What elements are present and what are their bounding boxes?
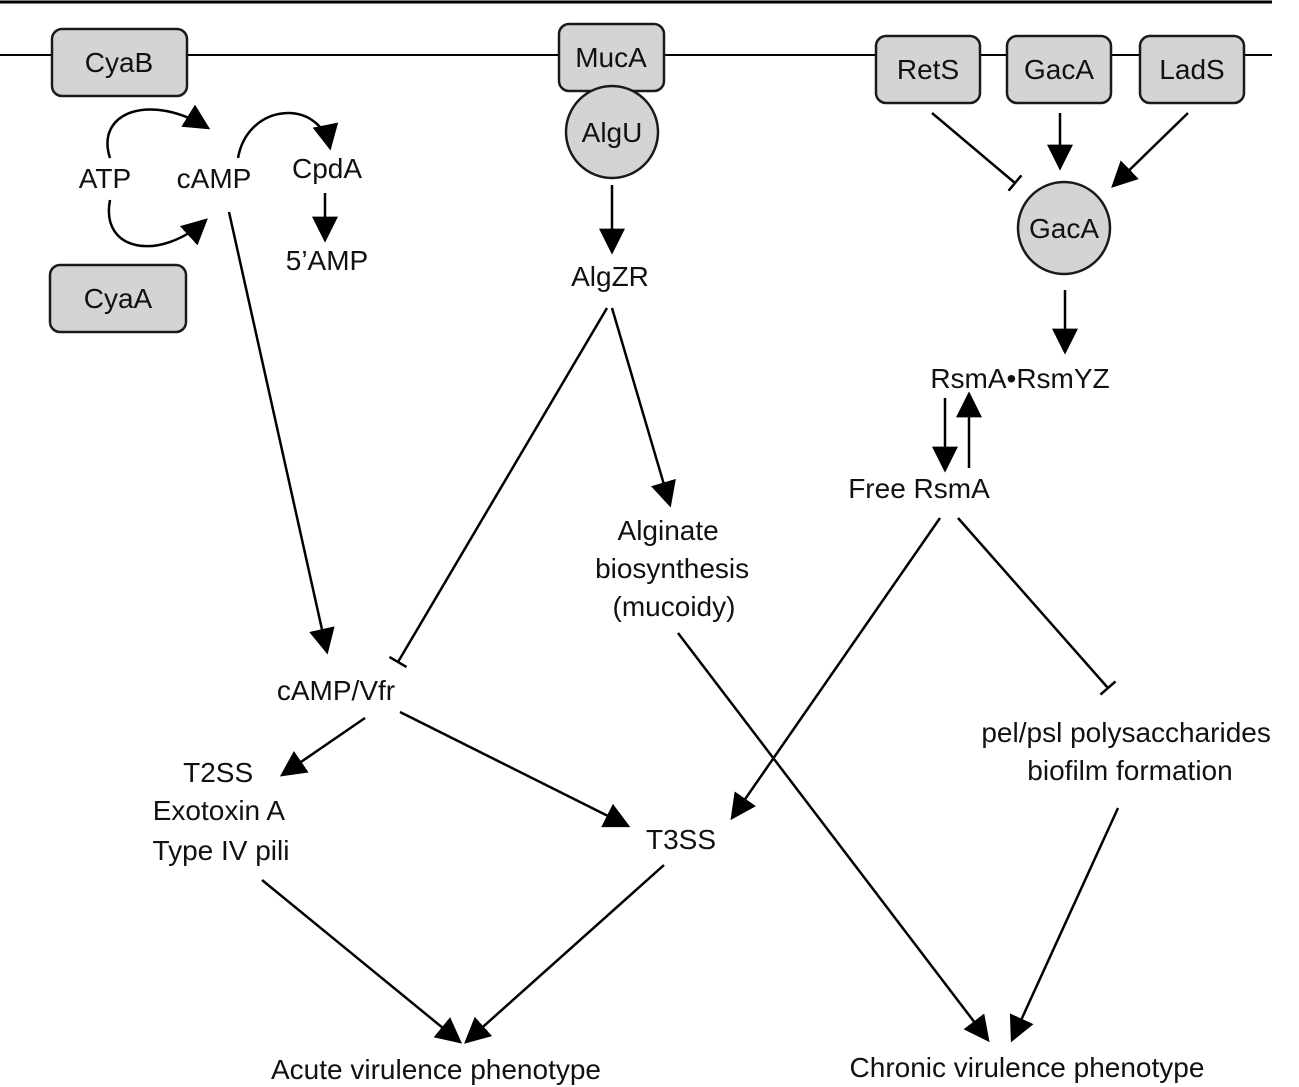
edge-t3ss-acute [464, 864, 665, 1044]
node-algu: AlgU [564, 84, 660, 180]
edge-free-pel [957, 517, 1117, 696]
node-cyaa: CyaA [48, 263, 188, 334]
label-alginate-line-3: (mucoidy) [613, 591, 736, 622]
node-gaca-membrane-label: GacA [1024, 54, 1094, 85]
edges [106, 104, 1189, 1044]
label-t2ss: T2SS [183, 757, 253, 788]
node-muca: MucA [557, 22, 666, 93]
edge-camp-campvfr [227, 211, 335, 655]
edge-alginate-chronic [677, 632, 990, 1043]
node-cyab-label: CyaB [85, 47, 153, 78]
edge-camp-cpda [236, 112, 339, 159]
node-lads-label: LadS [1159, 54, 1224, 85]
label-alginate-line-2: biosynthesis [595, 553, 749, 584]
node-gaca: GacA [1016, 180, 1112, 276]
label-camp-vfr: cAMP/Vfr [277, 675, 395, 706]
node-cyaa-label: CyaA [84, 283, 153, 314]
label-acute-phenotype: Acute virulence phenotype [271, 1054, 601, 1085]
node-rets-label: RetS [897, 54, 959, 85]
node-gaca-membrane: GacA [1005, 34, 1113, 105]
node-lads: LadS [1138, 34, 1246, 105]
label-cpda: CpdA [292, 153, 362, 184]
edge-free-t3ss [730, 517, 942, 821]
label-pel-group: pel/psl polysaccharides biofilm formatio… [981, 717, 1278, 786]
label-atp: ATP [79, 163, 131, 194]
edge-campvfr-t2ss [279, 716, 366, 777]
label-pel-line-1: pel/psl polysaccharides [981, 717, 1271, 748]
label-chronic-phenotype: Chronic virulence phenotype [850, 1052, 1205, 1083]
label-alginate: Alginate biosynthesis (mucoidy) [595, 515, 757, 622]
label-type-iv-pili: Type IV pili [153, 835, 290, 866]
label-exotoxin-a: Exotoxin A [153, 795, 286, 826]
node-muca-label: MucA [575, 42, 647, 73]
edge-atp-camp-bottom [107, 199, 208, 248]
label-rsm-complex: RsmA•RsmYZ [930, 363, 1109, 394]
edge-algzr-campvfr [388, 307, 609, 669]
label-algzr: AlgZR [571, 261, 649, 292]
edge-t2ss-acute [261, 879, 463, 1044]
label-t3ss: T3SS [646, 824, 716, 855]
edge-algzr-alginate [610, 307, 676, 508]
label-pel-line-2: biofilm formation [1027, 755, 1232, 786]
edge-pel-chronic [1009, 807, 1120, 1043]
node-algu-label: AlgU [582, 117, 643, 148]
edge-atp-camp-top [106, 104, 211, 159]
label-alginate-line-1: Alginate [618, 515, 719, 546]
edge-campvfr-t3ss [399, 710, 631, 828]
label-camp: cAMP [177, 163, 252, 194]
edge-rets-gaca [931, 112, 1023, 192]
label-free-rsma: Free RsmA [848, 473, 990, 504]
node-rets: RetS [874, 34, 982, 105]
node-gaca-label: GacA [1029, 213, 1099, 244]
label-t2ss-group: T2SS Exotoxin A Type IV pili [153, 757, 292, 866]
label-5amp: 5’AMP [286, 245, 368, 276]
edge-lads-gaca [1111, 112, 1189, 188]
node-cyab: CyaB [50, 27, 189, 98]
